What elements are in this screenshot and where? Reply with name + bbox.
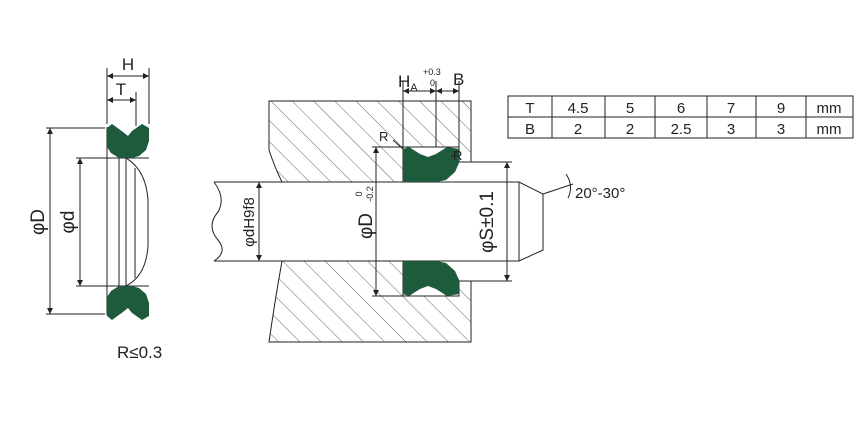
outer-dia-dimension — [46, 127, 105, 315]
table-cell: 9 — [777, 100, 785, 117]
groove-seal-bottom — [403, 261, 459, 296]
table-cell: 7 — [727, 100, 735, 117]
svg-text:φd: φd — [58, 211, 79, 234]
table-cell: 4.5 — [568, 100, 589, 117]
svg-text:φD: φD — [28, 209, 49, 235]
svg-text:-0.2: -0.2 — [365, 186, 375, 202]
table-row-label: B — [525, 121, 535, 138]
seal-lip-top — [107, 124, 149, 158]
radius-leaders — [392, 139, 460, 158]
bore-dia-label: φS±0.1 — [477, 191, 498, 253]
seal-inner-dia-label: φd — [58, 211, 79, 234]
groove-h-dimension — [402, 81, 460, 147]
phi-symbol: φ — [241, 237, 258, 247]
table-cell: 2 — [626, 121, 634, 138]
phi-symbol: φ — [58, 221, 79, 233]
rod-dia-text: dH9f8 — [241, 197, 258, 237]
table-cell: 2.5 — [671, 121, 692, 138]
bore-dia-dimension — [471, 161, 512, 282]
phi-symbol: φ — [356, 227, 377, 239]
groove-r-label-1: R — [379, 129, 388, 144]
h-dimension — [106, 68, 150, 124]
phi-symbol: φ — [28, 223, 49, 235]
seal-lip-bottom — [107, 286, 149, 320]
outer-dia-text: D — [28, 209, 49, 223]
svg-text:φdH9f8: φdH9f8 — [241, 197, 258, 247]
rod-dia-label: φdH9f8 — [241, 197, 258, 247]
table-row-t: T 4.5 5 6 7 9 mm — [525, 100, 841, 117]
t-dimension — [107, 92, 137, 126]
groove-dia-tol-lower: -0.2 — [365, 186, 375, 202]
svg-text:0: 0 — [354, 191, 364, 196]
seal-outer-dia-label: φD — [28, 209, 49, 235]
table-cell: 5 — [626, 100, 634, 117]
rod — [211, 181, 544, 262]
bore-dia-text: S±0.1 — [477, 191, 498, 241]
groove-h-subscript: A — [410, 82, 418, 94]
groove-dia-dimension — [372, 146, 403, 297]
groove-h-text: H — [398, 72, 410, 91]
table-cell: 6 — [677, 100, 685, 117]
groove-r-label-2: R — [453, 148, 462, 163]
radius-note: R≤0.3 — [117, 343, 162, 362]
groove-h-tol-upper: +0.3 — [423, 67, 441, 77]
chamfer-angle-label: 20°-30° — [575, 185, 625, 202]
svg-text:φS±0.1: φS±0.1 — [477, 191, 498, 253]
seal-t-label: T — [116, 80, 126, 99]
table-cell: 3 — [777, 121, 785, 138]
phi-symbol: φ — [477, 241, 498, 253]
table-row-label: T — [525, 100, 534, 117]
table-unit: mm — [817, 121, 842, 138]
groove-view — [211, 81, 574, 343]
table-unit: mm — [817, 100, 842, 117]
inner-dia-dimension — [76, 157, 118, 287]
svg-text:φD: φD — [356, 213, 377, 239]
table-row-b: B 2 2 2.5 3 3 mm — [525, 121, 842, 138]
chamfer-angle-marker — [542, 173, 574, 199]
dimension-table — [507, 95, 854, 139]
groove-b-label: B — [453, 70, 464, 89]
inner-dia-text: d — [58, 211, 79, 222]
groove-seal-top — [403, 147, 459, 182]
table-cell: 3 — [727, 121, 735, 138]
groove-dia-text: D — [356, 213, 377, 227]
seal-h-label: H — [122, 55, 134, 74]
table-cell: 2 — [574, 121, 582, 138]
groove-h-tol-lower: 0 — [430, 78, 435, 88]
rod-dia-dimension — [256, 182, 262, 261]
groove-dia-label: φD — [356, 213, 377, 239]
seal-view — [46, 68, 150, 320]
groove-h-label: HA — [398, 72, 418, 94]
groove-dia-tol-upper: 0 — [354, 191, 364, 196]
